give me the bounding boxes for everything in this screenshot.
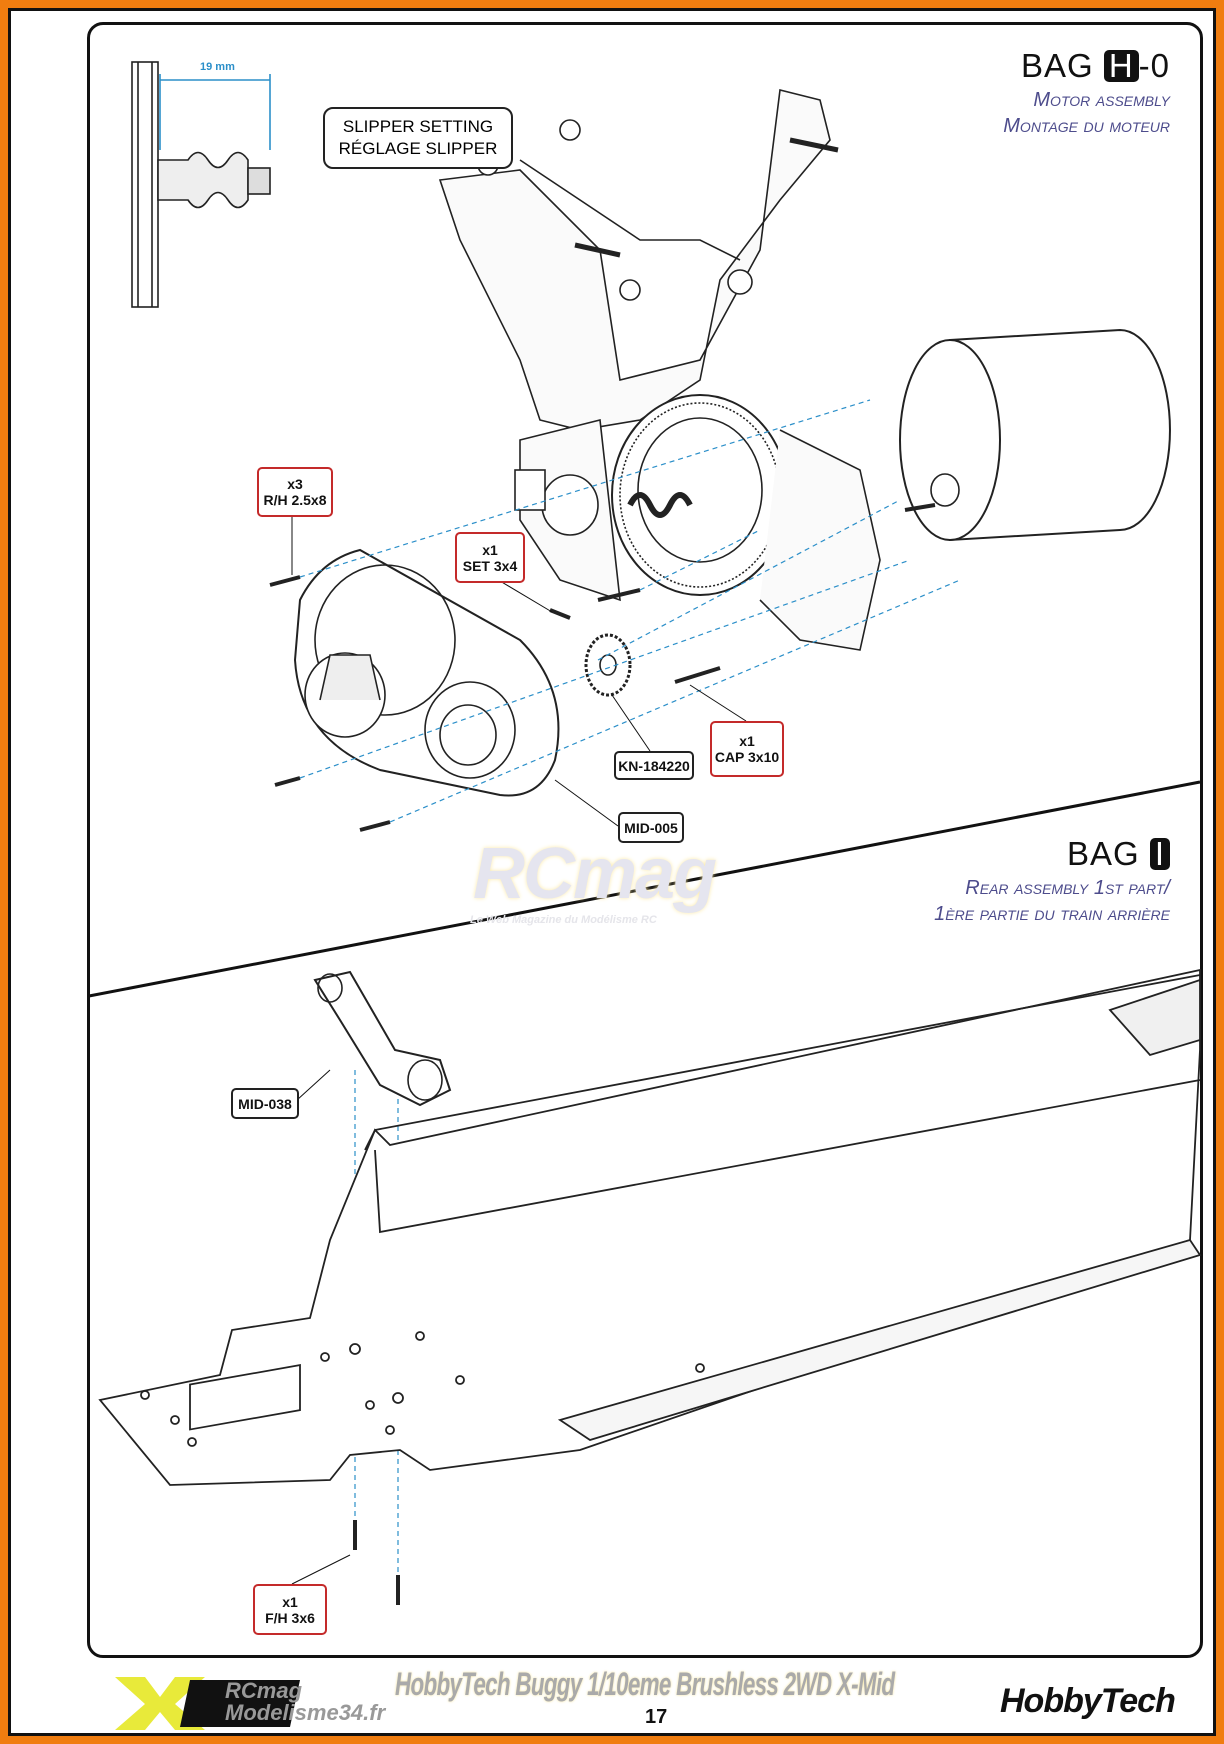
bag-h-title: BAG H-0	[1021, 48, 1170, 84]
set-name: SET 3x4	[462, 557, 518, 574]
section-divider	[88, 780, 1201, 998]
footer-title: HobbyTech Buggy 1/10eme Brushless 2WD X-…	[395, 1666, 895, 1702]
part-label-gear-cover: MID-005	[618, 812, 684, 843]
gearbox-housing	[514, 419, 621, 602]
hobbytech-logo: HobbyTech	[1000, 1682, 1176, 1720]
bag-h-letter-badge: H	[1103, 49, 1139, 82]
slipper-setting-box: SLIPPER SETTING RÉGLAGE SLIPPER	[323, 107, 513, 169]
bag-i-prefix: BAG	[1066, 835, 1150, 872]
set-qty: x1	[482, 541, 498, 558]
rh-qty: x3	[287, 476, 303, 492]
page-number: 17	[645, 1706, 668, 1728]
bag-h-prefix: BAG	[1020, 47, 1104, 84]
bag-h-suffix: -0	[1138, 47, 1170, 84]
cap-qty: x1	[739, 733, 755, 749]
bag-h-subtitle-fr: Montage du moteur	[1003, 115, 1170, 137]
part-label-rear-mount: MID-038	[231, 1088, 299, 1119]
rear-mount-part	[313, 970, 452, 1107]
bag-i-letter-badge: I	[1149, 837, 1170, 870]
page-inner-border	[8, 8, 1216, 1736]
instruction-frame	[87, 22, 1203, 1658]
part-label-pinion: KN-184220	[614, 751, 694, 780]
dimension-label: 19 mm	[200, 61, 235, 73]
chassis-plate	[98, 968, 1202, 1486]
watermark-logo: RCmag	[473, 834, 717, 914]
rcmag-footer-site: Modelisme34.fr	[225, 1700, 386, 1725]
watermark-tagline: Le Web Magazine du Modélisme RC	[470, 914, 657, 926]
bag-i-subtitle-fr: 1ère partie du train arrière	[934, 903, 1170, 925]
rcmag-footer-title: RCmag	[225, 1678, 303, 1703]
slipper-label-en: SLIPPER SETTING	[342, 117, 494, 136]
spur-gear	[611, 394, 881, 651]
brushless-motor	[899, 328, 1171, 542]
fh-qty: x1	[282, 1593, 298, 1610]
fh-name: F/H 3x6	[265, 1609, 315, 1626]
cap-name: CAP 3x10	[714, 749, 780, 765]
xmid-logo	[115, 1677, 300, 1730]
callout-leaders	[291, 515, 747, 1585]
pinion-gear	[584, 633, 632, 697]
screws	[269, 575, 721, 1605]
slipper-gear-side-view	[131, 61, 271, 308]
gear-cover	[293, 548, 560, 797]
rh-name: R/H 2.5x8	[263, 492, 327, 508]
bag-h-subtitle-en: Motor assembly	[1033, 89, 1170, 111]
bag-i-title: BAG I	[1067, 836, 1170, 872]
slipper-label-fr: RÉGLAGE SLIPPER	[338, 139, 498, 158]
bag-i-subtitle-en: Rear assembly 1st part/	[965, 877, 1170, 899]
